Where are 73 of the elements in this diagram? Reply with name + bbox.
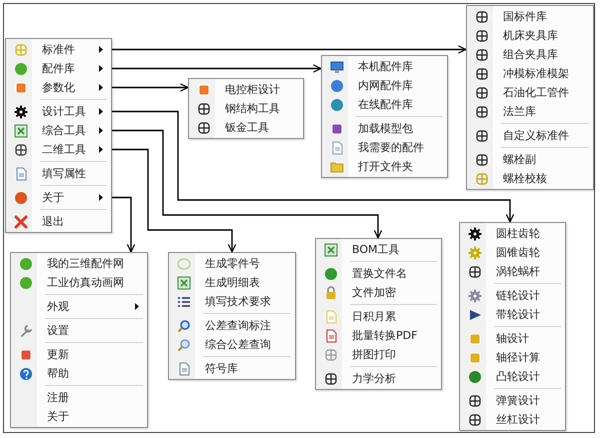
menu-item-label: 帮助: [47, 366, 69, 381]
menu-item-label: 参数化: [42, 80, 75, 95]
menu-item-label: 链轮设计: [496, 288, 540, 303]
menu-item-label: 批量转换PDF: [352, 328, 418, 343]
menu-item-label: 关于: [47, 409, 69, 424]
popup-menu: [459, 222, 566, 431]
menu-item-label: 更新: [47, 347, 69, 362]
menu-item-label: 关于: [42, 190, 64, 205]
menu-item-label: 法兰库: [503, 104, 536, 119]
popup-menu: [168, 252, 296, 380]
menu-item-label: 凸轮设计: [496, 369, 540, 384]
menu-item-label: 填写技术要求: [205, 294, 271, 309]
menu-item-label: 轴设计: [496, 331, 529, 346]
menu-item-label: 文件加密: [352, 285, 396, 300]
menu-item-label: 圆柱齿轮: [496, 226, 540, 241]
connector-arrow: [112, 45, 467, 54]
menu-item-label: 配件库: [42, 61, 75, 76]
menu-item-label: 圆锥齿轮: [496, 245, 540, 260]
menu-item-label: 注册: [47, 390, 69, 405]
connector-arrow: [112, 83, 189, 92]
menu-item-label: 弹簧设计: [496, 393, 540, 408]
menu-item-label: 退出: [42, 214, 64, 229]
connector-arrow: [112, 130, 382, 239]
menu-item-label: 钢结构工具: [225, 101, 280, 116]
menu-item-label: 外观: [47, 299, 69, 314]
menu-item-label: 冲模标准模架: [503, 66, 569, 81]
menu-item-label: 螺栓副: [503, 152, 536, 167]
popup-menu: [10, 252, 148, 428]
menu-item-label: 符号库: [205, 361, 238, 376]
menu-item-label: 内网配件库: [358, 78, 413, 93]
menu-item-label: 标准件: [42, 42, 75, 57]
menu-item-label: 轴径计算: [496, 350, 540, 365]
menu-item-label: 涡轮蜗杆: [496, 264, 540, 279]
menu-item-label: 本机配件库: [358, 59, 413, 74]
popup-menu: [188, 78, 304, 139]
menu-item-label: 拼图打印: [352, 347, 396, 362]
menu-item-label: 机床夹具库: [503, 28, 558, 43]
menu-item-label: 丝杠设计: [496, 412, 540, 427]
menu-item-label: 设置: [47, 323, 69, 338]
connector-arrow: [112, 110, 514, 223]
menu-item-label: 综合公差查询: [205, 337, 271, 352]
popup-menu: [321, 55, 448, 178]
menu-item-label: 电控柜设计: [225, 82, 280, 97]
menu-item-label: BOM工具: [352, 242, 400, 257]
menu-item-label: 我需要的配件: [358, 140, 424, 155]
menu-item-label: 综合工具: [42, 123, 86, 138]
menu-item-label: 日积月累: [352, 309, 396, 324]
popup-menu: [5, 38, 112, 233]
menu-item-label: 带轮设计: [496, 307, 540, 322]
menu-item-label: 二维工具: [42, 142, 86, 157]
menu-item-label: 国标件库: [503, 9, 547, 24]
popup-menu: [466, 5, 594, 190]
connector-arrow: [112, 196, 136, 253]
menu-item-label: 在线配件库: [358, 97, 413, 112]
menu-item-label: 工业仿真动画网: [47, 275, 124, 290]
menu-item-label: 生成明细表: [205, 275, 260, 290]
menu-item-label: 钣金工具: [225, 120, 269, 135]
popup-menu: [315, 238, 442, 390]
menu-item-label: 填写属性: [42, 166, 86, 181]
menu-item-label: 置换文件名: [352, 266, 407, 281]
menu-item-label: 打开文件夹: [358, 159, 413, 174]
menu-item-label: 组合夹具库: [503, 47, 558, 62]
menu-item-label: 我的三维配件网: [47, 256, 124, 271]
menu-item-label: 设计工具: [42, 104, 86, 119]
menu-item-label: 自定义标准件: [503, 128, 569, 143]
menu-item-label: 生成零件号: [205, 256, 260, 271]
connector-arrow: [112, 64, 322, 73]
menu-item-label: 力学分析: [352, 371, 396, 386]
menu-item-label: 加载模型包: [358, 121, 413, 136]
menu-item-label: 公差查询标注: [205, 318, 271, 333]
menu-item-label: 螺栓校核: [503, 171, 547, 186]
connector-arrow: [112, 148, 236, 253]
menu-item-label: 石油化工管件: [503, 85, 569, 100]
